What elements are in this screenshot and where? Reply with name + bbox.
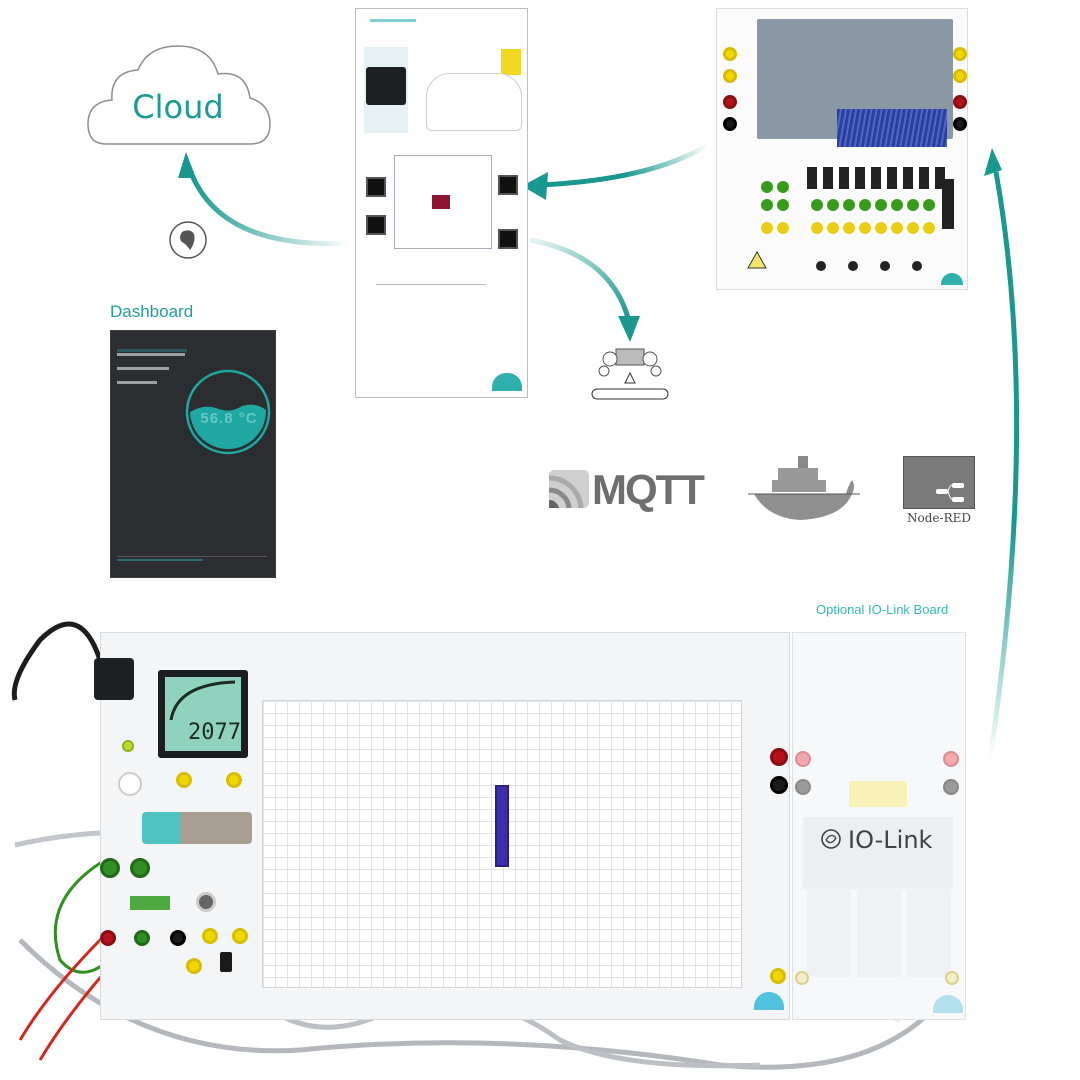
power-led [122, 740, 134, 752]
warning-icon [747, 251, 767, 269]
globe-icon [169, 221, 207, 259]
iolink-logo-plate [803, 817, 953, 889]
jack-red[interactable] [100, 930, 116, 946]
usb-port-icon[interactable] [118, 772, 142, 796]
iot-gateway-panel [355, 8, 528, 398]
dashboard-footer-bar [117, 559, 203, 561]
cloud-module-diagram [426, 73, 522, 131]
jack-black[interactable] [943, 779, 959, 795]
panel-header-text [370, 19, 416, 22]
toggle-switch[interactable] [220, 952, 232, 972]
dashboard-screen [110, 330, 276, 578]
node-red-label: Node-RED [907, 511, 971, 525]
dashboard-line-chart [117, 476, 267, 557]
ethernet-port-icon[interactable] [498, 229, 518, 249]
dashboard-text-line [117, 367, 169, 370]
lcd-value: 2077 [188, 720, 241, 745]
jack-black[interactable] [953, 117, 967, 131]
lcd-arc-icon [169, 680, 236, 720]
brand-logo-icon [754, 992, 784, 1010]
power-socket-icon [366, 67, 406, 105]
cloud-label: Cloud [132, 88, 224, 126]
jack-green[interactable] [134, 930, 150, 946]
jack-black[interactable] [170, 930, 186, 946]
iolink-logo-icon [821, 829, 841, 849]
cable-red [18, 933, 107, 1041]
ethernet-port-icon[interactable] [498, 175, 518, 195]
arrow-gateway-to-robot [529, 237, 631, 319]
mqtt-logo: MQTT [592, 466, 705, 513]
power-socket-icon [94, 658, 134, 700]
cloud-icon [87, 45, 271, 145]
jack-red[interactable] [795, 751, 811, 767]
dashboard-title: Dashboard [110, 302, 194, 321]
jack-black[interactable] [770, 776, 788, 794]
black-jack-row [809, 259, 949, 271]
jack-yellow[interactable] [723, 69, 737, 83]
lcd-screen [165, 677, 241, 751]
dashboard-text-line [117, 353, 185, 356]
cable-power-black [11, 621, 103, 701]
jack-yellow[interactable] [945, 971, 959, 985]
jack-red[interactable] [943, 751, 959, 767]
arrow-plc-to-gateway [539, 142, 710, 188]
arrow-iolink-to-plc-head [984, 148, 1002, 176]
dashboard-header-bar [117, 349, 187, 352]
jack-green[interactable] [100, 858, 120, 878]
jack-yellow[interactable] [186, 958, 202, 974]
ethernet-port-icon[interactable] [366, 215, 386, 235]
docker-whale-logo [748, 456, 860, 520]
jack-yellow[interactable] [202, 928, 218, 944]
arrow-gateway-to-robot-head [618, 316, 640, 342]
jack-yellow[interactable] [723, 47, 737, 61]
arrow-iolink-to-plc [987, 171, 1020, 761]
inductive-sensor [142, 812, 252, 844]
jack-yellow[interactable] [226, 772, 242, 788]
robot-conveyor-icon [591, 348, 669, 400]
warning-label-icon [849, 781, 907, 807]
arrow-gateway-to-cloud [187, 169, 351, 247]
brand-logo-icon [941, 273, 963, 285]
led-yellow-row [757, 221, 977, 235]
gauge-icon [185, 369, 271, 455]
iolink-panel [792, 632, 966, 1020]
ethernet-port-icon[interactable] [366, 177, 386, 197]
gauge-value: 56.8 °C [200, 410, 258, 427]
iolink-logo-label: IO-Link [848, 826, 933, 854]
mqtt-signal-icon [549, 470, 589, 509]
iolink-port[interactable] [907, 887, 951, 977]
led-green-row [757, 181, 977, 211]
gateway-chip-icon [432, 195, 450, 209]
jack-red[interactable] [723, 95, 737, 109]
jack-yellow[interactable] [953, 47, 967, 61]
jack-yellow[interactable] [795, 971, 809, 985]
jack-black[interactable] [795, 779, 811, 795]
warning-label-icon [501, 49, 521, 75]
capacitive-sensor [495, 785, 509, 867]
connector-slot [942, 179, 954, 229]
jack-yellow[interactable] [770, 968, 786, 984]
jack-yellow[interactable] [232, 928, 248, 944]
jack-yellow[interactable] [176, 772, 192, 788]
arrow-gateway-to-cloud-head [178, 152, 196, 178]
jack-red[interactable] [953, 95, 967, 109]
jack-black[interactable] [723, 117, 737, 131]
switch-row[interactable] [807, 167, 947, 189]
terminal-block[interactable] [130, 896, 170, 910]
brand-logo-icon [933, 995, 963, 1013]
jack-green[interactable] [130, 858, 150, 878]
iolink-board-title: Optional IO-Link Board [816, 602, 949, 617]
jack-red[interactable] [770, 748, 788, 766]
iolink-port[interactable] [857, 887, 901, 977]
dashboard-text-line [117, 381, 157, 384]
plc-wiring [837, 109, 947, 147]
brand-logo-icon [492, 373, 522, 391]
plc-panel [716, 8, 968, 290]
io-symbols [376, 284, 486, 345]
iolink-port[interactable] [807, 887, 851, 977]
jack-yellow[interactable] [953, 69, 967, 83]
node-red-logo [903, 456, 975, 509]
cable-sensor-grey [14, 830, 101, 848]
potentiometer-knob[interactable] [196, 892, 216, 912]
